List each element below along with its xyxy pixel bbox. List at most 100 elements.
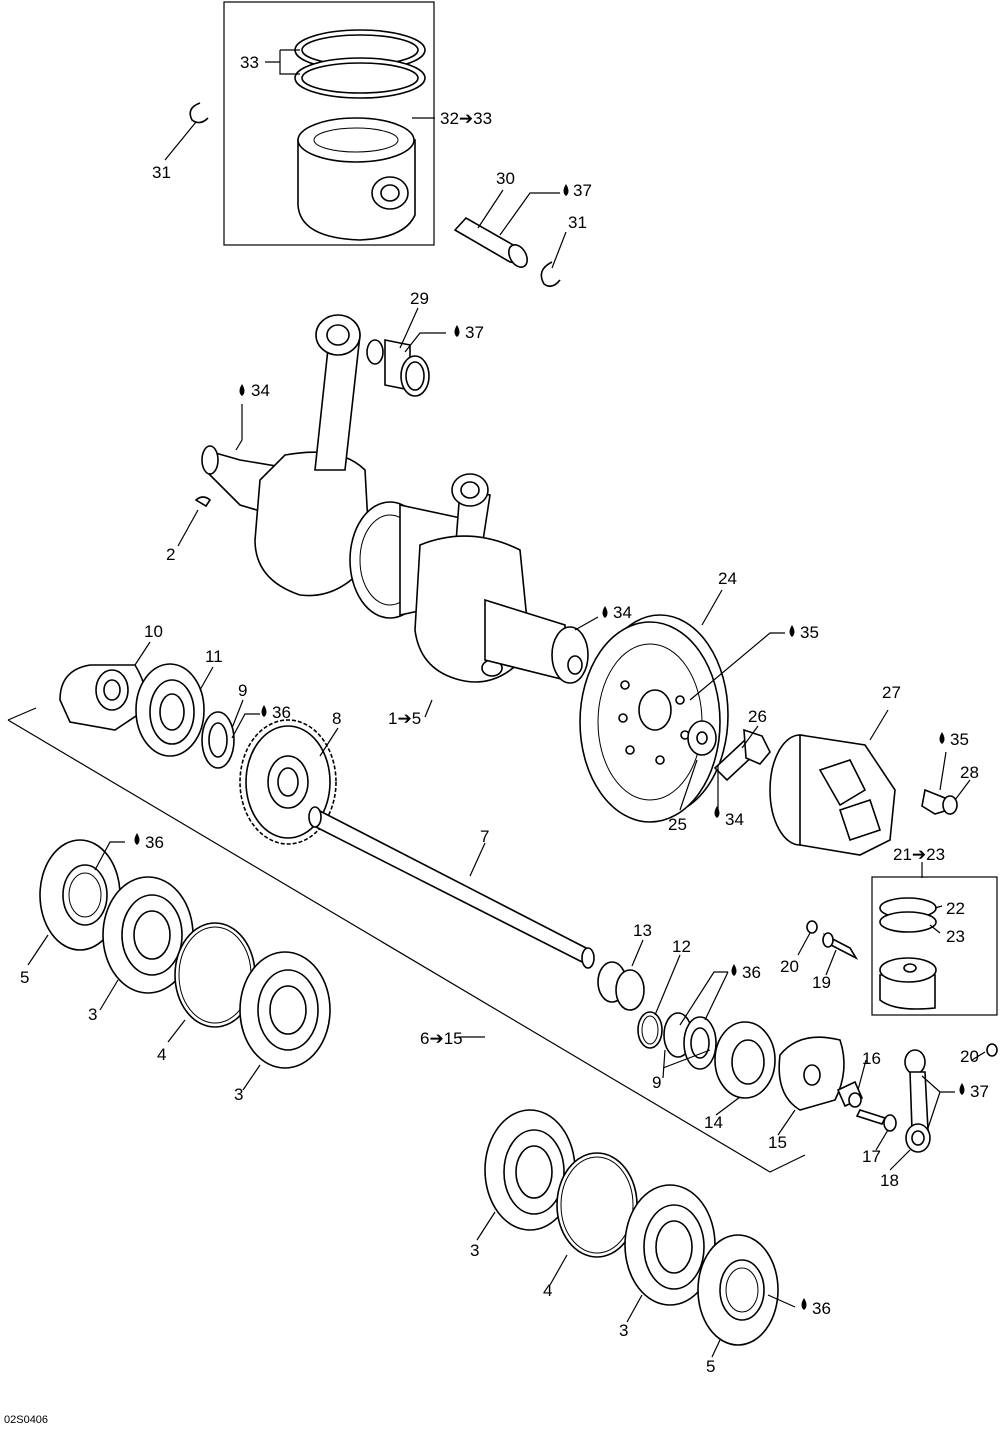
crankshaft-assembly [201, 314, 589, 684]
callout-labels: 31 33 32➔33 30 37 31 29 37 34 2 24 34 35… [4, 53, 989, 1426]
callout-36: 36 [742, 963, 761, 982]
callout-33: 33 [240, 53, 259, 72]
callout-1-5: 1➔5 [388, 709, 421, 728]
callout-12: 12 [672, 937, 691, 956]
callout-35: 35 [800, 623, 819, 642]
callout-8: 8 [332, 709, 341, 728]
callout-34: 34 [251, 381, 270, 400]
oil-drop-icon [939, 732, 945, 744]
callout-3: 3 [234, 1085, 243, 1104]
ball-bearing-3-lower-left [484, 1109, 576, 1231]
callout-31: 31 [152, 163, 171, 182]
callout-18: 18 [880, 1171, 899, 1190]
oil-drop-icon [731, 964, 737, 976]
oil-drop-icon [239, 384, 245, 396]
callout-35: 35 [950, 730, 969, 749]
woodruff-key [194, 496, 212, 508]
oil-seal-9-lower [663, 1012, 717, 1070]
balancer-piston [879, 957, 937, 1010]
callout-36: 36 [272, 703, 291, 722]
piston [297, 117, 416, 241]
ball-bearing-11 [135, 663, 205, 757]
ball-bearing-3-lower-right [624, 1184, 716, 1306]
callout-34: 34 [613, 603, 632, 622]
callout-22: 22 [946, 899, 965, 918]
ball-bearing-3-upper-right [239, 951, 331, 1069]
balancer-piston-kit-frame [871, 876, 998, 1016]
callout-28: 28 [960, 763, 979, 782]
callout-7: 7 [480, 827, 489, 846]
leader-lines [27, 49, 986, 1358]
callout-32-33: 32➔33 [440, 109, 492, 128]
oil-drop-icon [959, 1083, 965, 1095]
needle-bearing [366, 339, 430, 397]
flywheel-washer [687, 720, 717, 756]
oil-drop-icon [714, 806, 720, 818]
balancer-rings [879, 897, 937, 933]
callout-3: 3 [88, 1005, 97, 1024]
callout-19: 19 [812, 973, 831, 992]
oil-drop-icon [602, 606, 608, 618]
callout-9: 9 [652, 1073, 661, 1092]
magneto-flywheel [579, 614, 729, 823]
callout-16: 16 [862, 1049, 881, 1068]
oil-seal-5-upper [39, 839, 121, 951]
circlip-20-right [986, 1043, 998, 1057]
piston-rings [294, 29, 426, 99]
ball-bearing-14 [714, 1021, 776, 1099]
oil-drop-icon [454, 325, 460, 337]
coupler-screw [921, 788, 958, 815]
callout-2: 2 [166, 545, 175, 564]
oil-drop-icon [789, 625, 795, 637]
balancer-pin [822, 932, 859, 961]
callout-9: 9 [238, 681, 247, 700]
callout-29: 29 [410, 289, 429, 308]
piston-pin [453, 216, 528, 268]
callout-21-23: 21➔23 [893, 845, 945, 864]
oil-seal-5-lower [697, 1234, 779, 1346]
callout-37: 37 [970, 1082, 989, 1101]
callout-17: 17 [862, 1147, 881, 1166]
circlip-right [540, 261, 561, 288]
callout-31: 31 [568, 213, 587, 232]
callout-3: 3 [470, 1241, 479, 1260]
callout-37: 37 [573, 181, 592, 200]
callout-24: 24 [718, 569, 737, 588]
o-ring-4-lower [556, 1152, 638, 1258]
callout-5: 5 [20, 968, 29, 987]
balancer-weight-left [59, 664, 148, 731]
balancer-connecting-rod [904, 1049, 931, 1153]
callout-15: 15 [768, 1133, 787, 1152]
callout-5: 5 [706, 1357, 715, 1376]
needle-bearing-13 [597, 961, 645, 1011]
callout-26: 26 [748, 707, 767, 726]
flywheel-bolt [713, 728, 771, 782]
circlip-left [189, 102, 209, 124]
oil-drop-icon [563, 184, 569, 196]
callout-3: 3 [619, 1321, 628, 1340]
oil-drop-icon [261, 705, 267, 717]
callout-10: 10 [144, 622, 163, 641]
piston-kit-frame [223, 1, 435, 246]
callout-23: 23 [946, 927, 965, 946]
callout-27: 27 [882, 683, 901, 702]
balancer-group-outline [7, 707, 806, 1173]
callout-20: 20 [780, 957, 799, 976]
bushing-16 [836, 1080, 864, 1108]
balancer-shaft [308, 806, 595, 969]
circlip-20-left [806, 920, 818, 934]
callout-37: 37 [465, 323, 484, 342]
callout-25: 25 [668, 815, 687, 834]
callout-36: 36 [812, 1299, 831, 1318]
callout-4: 4 [157, 1045, 166, 1064]
drive-coupler [769, 734, 896, 856]
callout-13: 13 [633, 921, 652, 940]
callout-34: 34 [725, 810, 744, 829]
oil-drop-icon [801, 1298, 807, 1310]
callout-30: 30 [496, 169, 515, 188]
callout-20: 20 [960, 1047, 979, 1066]
oil-seal-9-upper [201, 711, 235, 769]
screw-17 [855, 1109, 897, 1132]
ball-bearing-3-upper-left [102, 876, 194, 994]
